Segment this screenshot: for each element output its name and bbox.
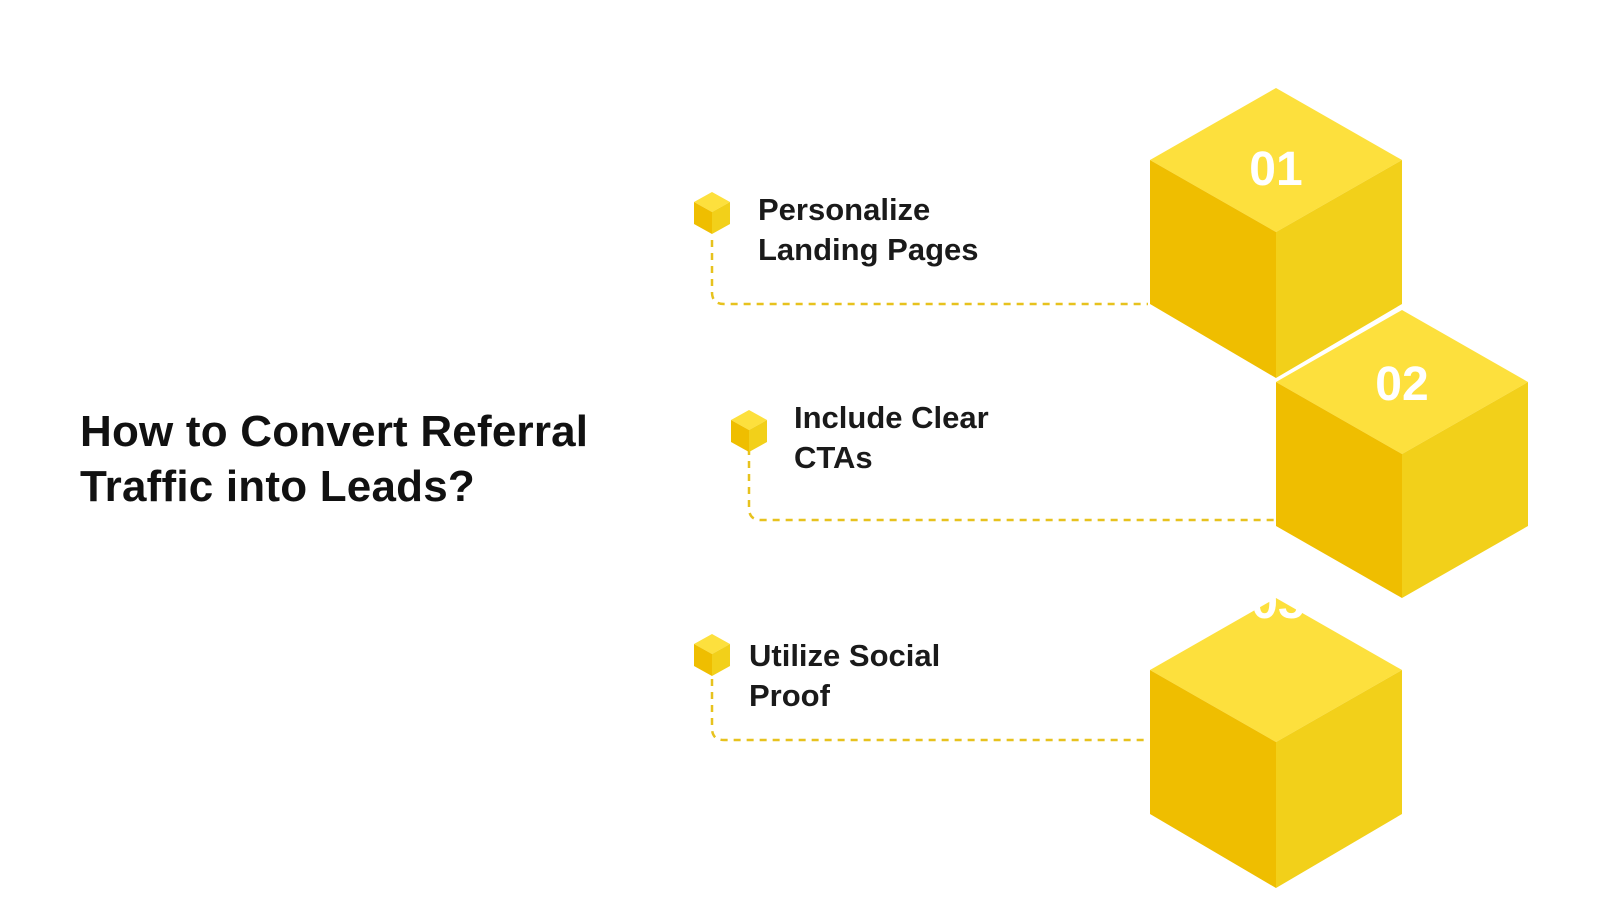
- page-title: How to Convert Referral Traffic into Lea…: [80, 404, 680, 514]
- step-number-2: 02: [1375, 358, 1428, 411]
- bullet-cube-icon-2: [731, 410, 767, 452]
- step-label-3-line-1: Utilize Social: [749, 638, 941, 673]
- page-title-line-1: How to Convert Referral: [80, 407, 589, 456]
- bullet-cube-icon-1: [694, 192, 730, 234]
- step-label-1-line-1: Personalize: [758, 192, 931, 227]
- page-title-line-2: Traffic into Leads?: [80, 462, 475, 511]
- step-label-1-line-2: Landing Pages: [758, 232, 979, 267]
- connector-line-3: [710, 666, 1148, 742]
- step-number-1: 01: [1249, 143, 1302, 196]
- connector-line-1: [710, 240, 1148, 306]
- connector-line-2: [747, 448, 1274, 522]
- step-cube-1: [1150, 88, 1402, 378]
- step-label-3: Utilize Social Proof: [749, 636, 940, 716]
- step-label-2-line-1: Include Clear: [794, 400, 989, 435]
- step-label-2-line-2: CTAs: [794, 440, 873, 475]
- step-label-3-line-2: Proof: [749, 678, 830, 713]
- bullet-cube-icon-3: [694, 634, 730, 676]
- step-label-1: Personalize Landing Pages: [758, 190, 978, 270]
- step-cube-3: [1150, 598, 1402, 888]
- step-number-3: 03: [1251, 576, 1304, 629]
- step-cube-2: [1276, 310, 1528, 598]
- step-label-2: Include Clear CTAs: [794, 398, 989, 478]
